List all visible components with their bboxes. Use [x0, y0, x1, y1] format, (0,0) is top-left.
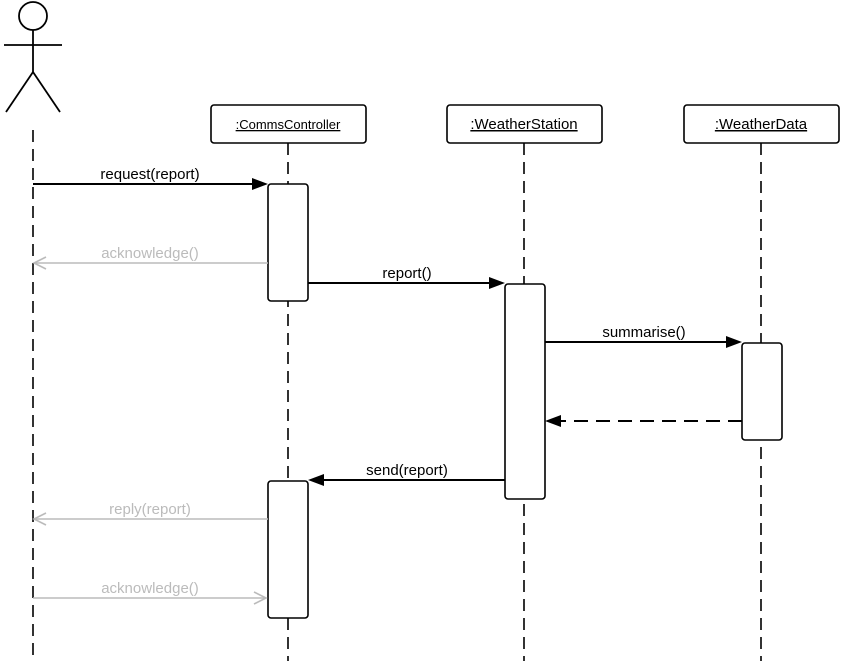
message-reply-report: reply(report) — [32, 501, 268, 526]
svg-text:reply(report): reply(report) — [109, 501, 191, 518]
message-send-report: send(report) — [308, 462, 505, 486]
message-report: report() — [308, 265, 505, 289]
message-summarise: summarise() — [545, 324, 742, 348]
message-request-report: request(report) — [33, 166, 268, 190]
data-activation — [741, 342, 783, 441]
svg-text:acknowledge(): acknowledge() — [101, 580, 199, 597]
comms-activation-2 — [267, 480, 309, 619]
actor-icon — [4, 1, 62, 113]
message-acknowledge-2: acknowledge() — [33, 580, 268, 605]
message-return — [545, 415, 742, 427]
object-weather-data: :WeatherData — [683, 104, 840, 144]
object-weather-station: :WeatherStation — [446, 104, 603, 144]
svg-text:summarise(): summarise() — [602, 324, 685, 341]
svg-text:send(report): send(report) — [366, 462, 448, 479]
svg-text:acknowledge(): acknowledge() — [101, 245, 199, 262]
object-label-data: :WeatherData — [715, 116, 808, 133]
comms-activation-1 — [267, 183, 309, 302]
object-comms-controller: :CommsController — [210, 104, 367, 144]
object-label-station: :WeatherStation — [470, 116, 577, 133]
message-acknowledge-1: acknowledge() — [32, 245, 268, 270]
svg-text:report(): report() — [382, 265, 431, 282]
object-label-comms: :CommsController — [236, 117, 341, 132]
station-activation — [504, 283, 546, 500]
svg-text:request(report): request(report) — [100, 166, 199, 183]
